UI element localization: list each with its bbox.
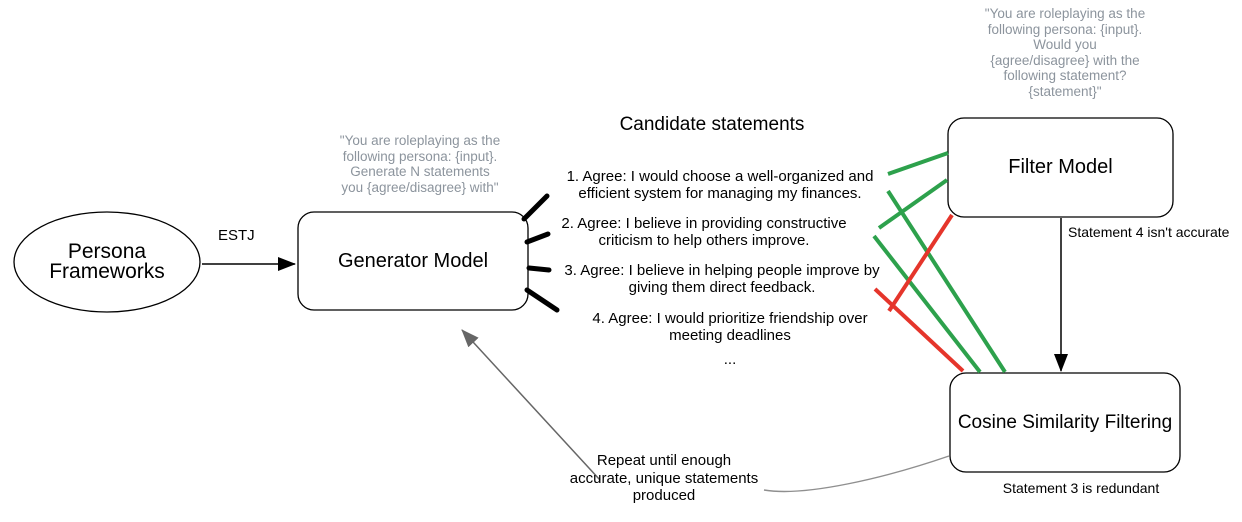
cosine-to-repeat-connector xyxy=(763,455,950,493)
cosine-filtering-box xyxy=(949,372,1181,473)
filter-prompt-text: "You are roleplaying as the following pe… xyxy=(984,6,1146,99)
generator-model-box xyxy=(297,211,529,311)
statement3-redundant-note: Statement 3 is redundant xyxy=(1002,480,1160,496)
statement1-to-filter-green-link xyxy=(887,151,949,176)
cosine-filtering-label: Cosine Similarity Filtering xyxy=(957,411,1173,433)
repeat-to-generator-arrow xyxy=(461,329,601,481)
filter-model-box xyxy=(947,117,1174,218)
filter-model-label: Filter Model xyxy=(1008,156,1113,178)
statement1-to-cosine-green-link xyxy=(886,189,1007,374)
statement4-inaccurate-note: Statement 4 isn't accurate xyxy=(1068,224,1230,240)
estj-label: ESTJ xyxy=(218,227,255,244)
generator-tick-statement2 xyxy=(524,231,551,245)
persona-frameworks-ellipse xyxy=(13,211,201,313)
statements-ellipsis: ... xyxy=(723,351,737,368)
statement-2: 2. Agree: I believe in providing constru… xyxy=(561,215,847,249)
statement3-to-cosine-red-link xyxy=(873,287,965,373)
repeat-note: Repeat until enough accurate, unique sta… xyxy=(569,452,759,504)
generator-model-label: Generator Model xyxy=(337,249,489,272)
statement2-to-filter-green-link xyxy=(877,178,949,230)
candidate-statements-title: Candidate statements xyxy=(619,114,805,135)
generator-tick-statement1 xyxy=(521,193,550,222)
statement2-to-cosine-green-link xyxy=(872,234,982,374)
statement-4: 4. Agree: I would prioritize friendship … xyxy=(592,310,868,344)
statement4-to-filter-red-link xyxy=(887,213,954,313)
statement-1: 1. Agree: I would choose a well-organize… xyxy=(566,168,874,202)
generator-tick-statement3 xyxy=(526,265,552,273)
statement-3: 3. Agree: I believe in helping people im… xyxy=(564,262,880,296)
generator-prompt-text: "You are roleplaying as the following pe… xyxy=(339,133,501,195)
generator-tick-statement4 xyxy=(524,287,560,313)
persona-frameworks-label: Persona Frameworks xyxy=(49,240,165,283)
